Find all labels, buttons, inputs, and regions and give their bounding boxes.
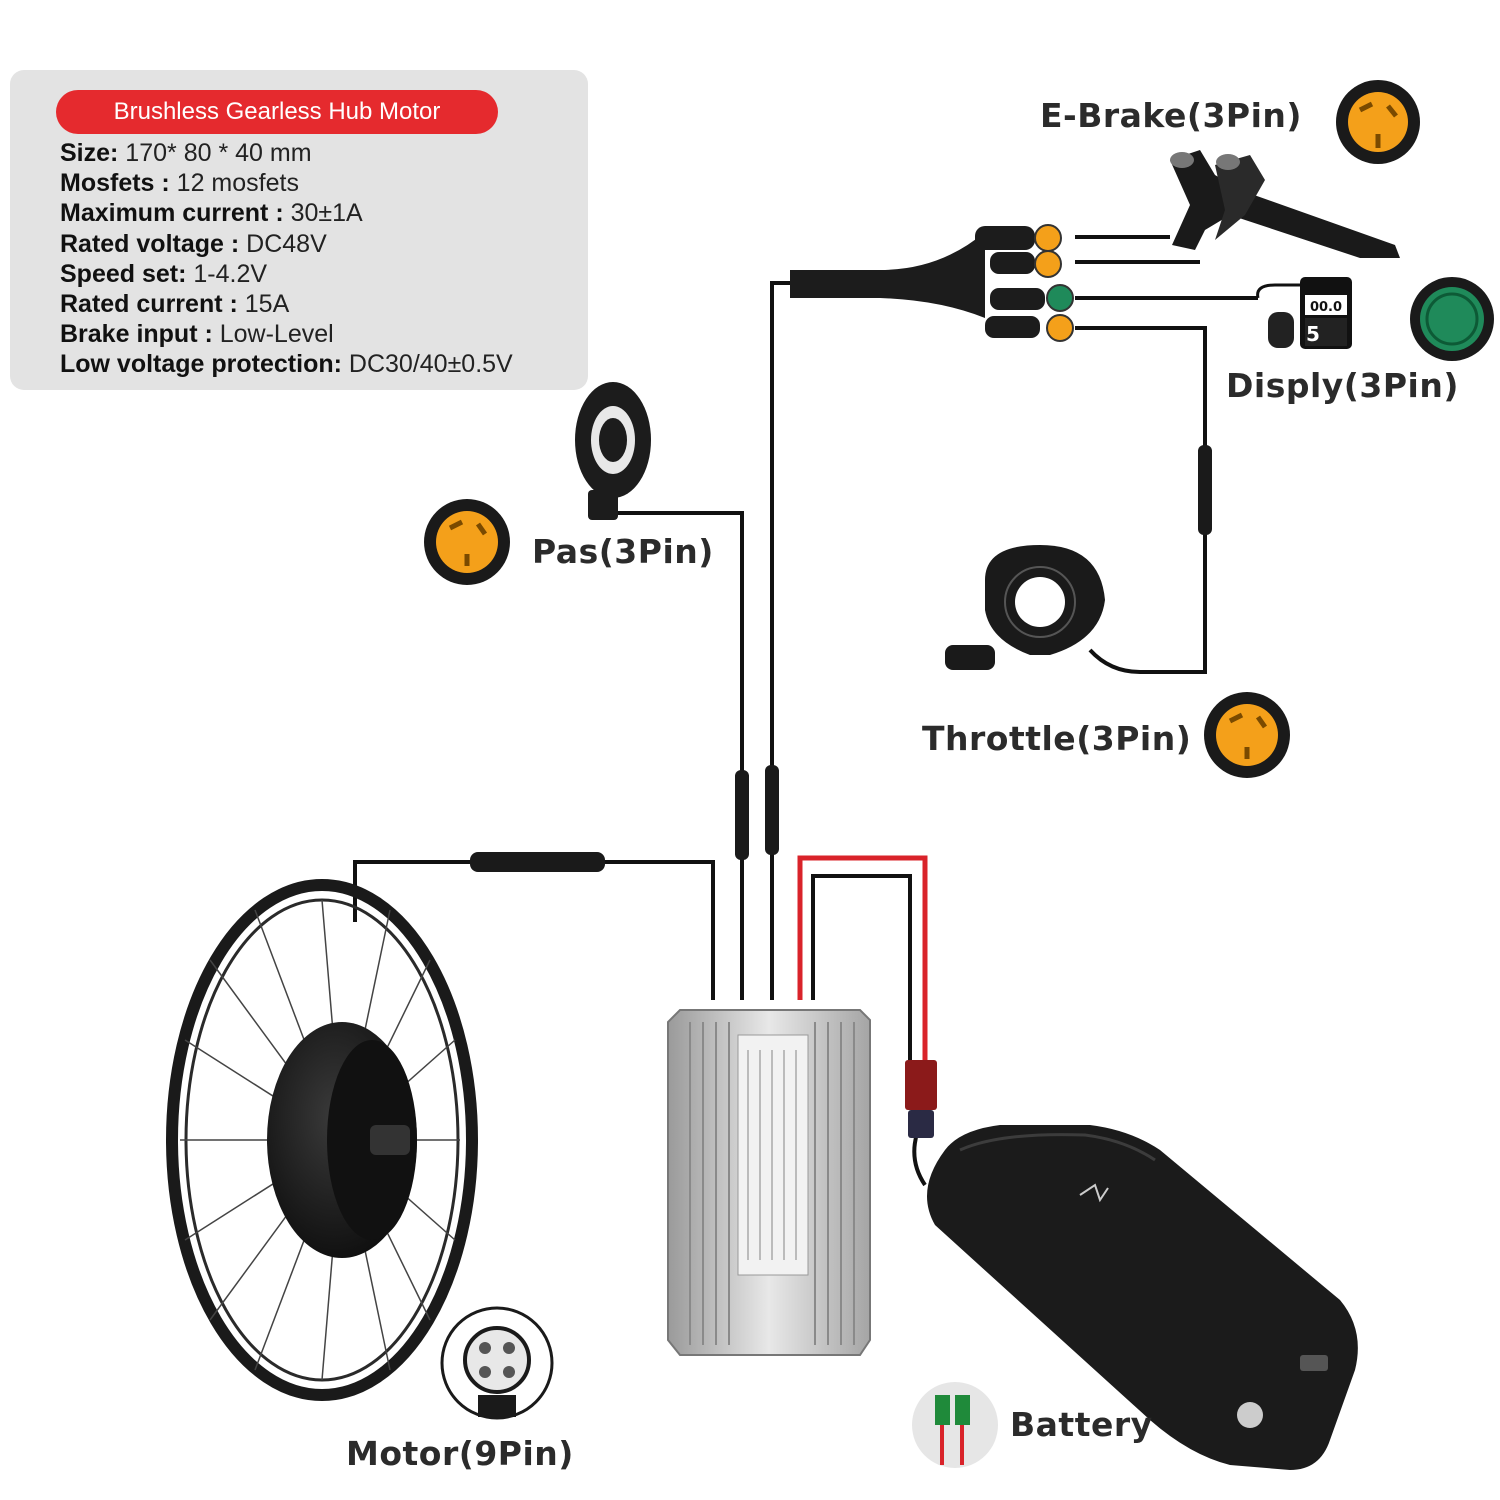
spec-row-rated-voltage: Rated voltage : DC48V (60, 229, 327, 258)
spec-row-rated-current: Rated current : 15A (60, 290, 290, 319)
connector-battery-icon (912, 1382, 998, 1468)
label-motor: Motor(9Pin) (346, 1434, 574, 1473)
label-throttle: Throttle(3Pin) (922, 719, 1192, 758)
spec-row-low-voltage: Low voltage protection: DC30/40±0.5V (60, 350, 513, 379)
wire-battery-black (811, 874, 912, 1060)
throttle-icon (945, 545, 1105, 670)
connector-motor-icon (440, 1306, 554, 1420)
spec-row-size: Size: 170* 80 * 40 mm (60, 139, 312, 167)
spec-row-speed-set: Speed set: 1-4.2V (60, 259, 268, 288)
connector-display-icon (1410, 277, 1494, 361)
spec-row-mosfets: Mosfets : 12 mosfets (60, 169, 299, 198)
display-speed: 00.0 (1310, 300, 1342, 315)
throttle-inline-connector (1198, 445, 1212, 535)
pas-inline-connector (735, 770, 749, 860)
inline-connectors (470, 445, 1212, 872)
display-level: 5 (1306, 322, 1320, 346)
battery-pack (927, 1125, 1358, 1470)
wire-battery-to-battery (912, 1129, 927, 1187)
wire-main-harness (770, 281, 800, 1000)
wire-battery-red (797, 855, 928, 1060)
wire-pas (598, 511, 744, 1000)
spec-row-brake-input: Brake input : Low-Level (60, 320, 334, 349)
label-battery: Battery (1010, 1405, 1153, 1444)
connector-ebrake-icon (1336, 80, 1420, 164)
pas-sensor-icon (575, 382, 651, 520)
harness-splitter (790, 224, 1074, 342)
display-device: 00.0 5 (1256, 277, 1352, 349)
spec-title: Brushless Gearless Hub Motor (56, 90, 498, 134)
ebrake-levers (1170, 150, 1400, 258)
hub-motor-wheel (166, 879, 478, 1401)
spec-list: Size: 170* 80 * 40 mm Mosfets : 12 mosfe… (60, 138, 513, 380)
spec-row-max-current: Maximum current : 30±1A (60, 199, 363, 228)
wire-throttle (1075, 326, 1207, 674)
motor-inline-connector (470, 852, 605, 872)
label-ebrake: E-Brake(3Pin) (1040, 96, 1302, 135)
battery-plug (905, 1060, 937, 1138)
label-display: Disply(3Pin) (1226, 366, 1459, 405)
connector-throttle-icon (1204, 692, 1290, 778)
harness-inline-connector (765, 765, 779, 855)
controller-box (667, 1009, 871, 1356)
label-pas: Pas(3Pin) (532, 532, 714, 571)
connector-pas-icon (424, 499, 510, 585)
